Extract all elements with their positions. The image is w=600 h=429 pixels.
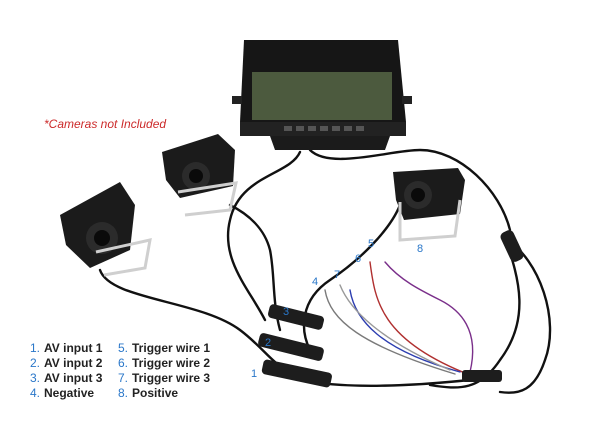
legend-label: AV input 1 [44, 341, 103, 355]
legend-label: Trigger wire 2 [132, 356, 211, 370]
camera-left [60, 182, 152, 277]
callout-4: 4 [312, 276, 319, 288]
callout-7: 7 [334, 269, 341, 281]
legend-label: Negative [44, 386, 95, 400]
av-connectors [258, 230, 524, 388]
callout-3: 3 [283, 306, 290, 318]
camera-middle [162, 134, 238, 217]
legend-number: 2. [30, 356, 41, 370]
legend-label: Trigger wire 3 [132, 371, 211, 385]
legend-number: 3. [30, 371, 41, 385]
legend-item: 2.AV input 2 [30, 356, 118, 370]
callout-2: 2 [265, 337, 272, 349]
legend-label: AV input 3 [44, 371, 103, 385]
callout-8: 8 [417, 243, 424, 255]
legend-number: 1. [30, 341, 41, 355]
legend-item: 4.Negative [30, 386, 118, 400]
legend-label: AV input 2 [44, 356, 103, 370]
legend-label: Trigger wire 1 [132, 341, 211, 355]
monitor [232, 40, 412, 150]
legend-item: 6.Trigger wire 2 [118, 356, 238, 370]
cable-bundle [98, 148, 552, 394]
legend-item: 3.AV input 3 [30, 371, 118, 385]
legend-item: 7.Trigger wire 3 [118, 371, 238, 385]
legend-number: 5. [118, 341, 129, 355]
legend-item: 1.AV input 1 [30, 341, 118, 355]
legend-label: Positive [132, 386, 179, 400]
callout-1: 1 [251, 368, 258, 380]
callout-6: 6 [355, 253, 362, 265]
legend-number: 8. [118, 386, 129, 400]
legend-item: 8.Positive [118, 386, 238, 400]
callout-5: 5 [368, 238, 375, 250]
legend-number: 7. [118, 371, 129, 385]
trigger-wires [324, 261, 474, 376]
wire-legend: 1.AV input 1 5.Trigger wire 1 2.AV input… [30, 341, 238, 400]
legend-item: 5.Trigger wire 1 [118, 341, 238, 355]
camera-right [393, 168, 465, 242]
cameras-not-included-note: *Cameras not Included [44, 117, 167, 131]
legend-number: 6. [118, 356, 129, 370]
legend-number: 4. [30, 386, 41, 400]
